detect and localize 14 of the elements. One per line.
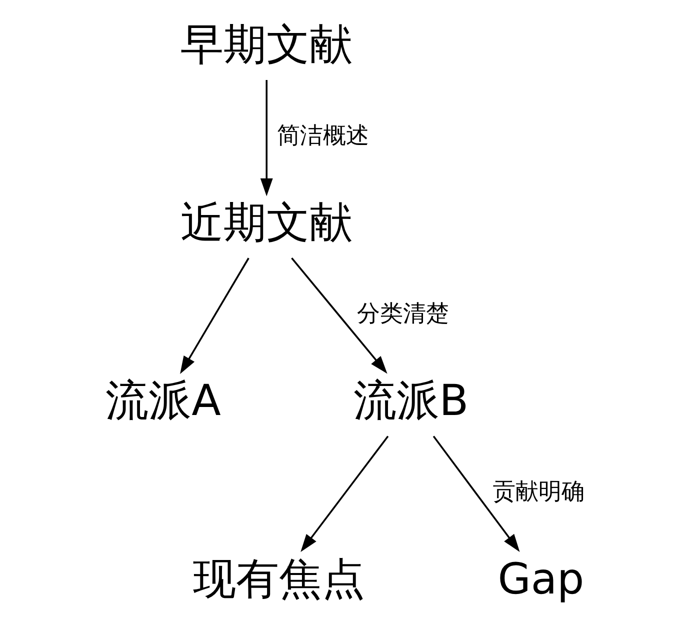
edge-label: 分类清楚 [356, 301, 449, 328]
arrow [180, 258, 249, 374]
arrow [432, 436, 520, 552]
arrow [290, 258, 387, 374]
node-text: 流派B [352, 376, 468, 426]
arrow [260, 80, 272, 196]
edge-label: 贡献明确 [492, 479, 584, 506]
edge-label: 简洁概述 [276, 122, 368, 149]
node-text: Gap [497, 554, 584, 604]
node-text: 流派A [105, 376, 220, 426]
node-text: 早期文献 [180, 20, 352, 70]
arrow [300, 436, 388, 552]
node-text: 现有焦点 [192, 554, 365, 604]
node-text: 近期文献 [180, 198, 352, 248]
